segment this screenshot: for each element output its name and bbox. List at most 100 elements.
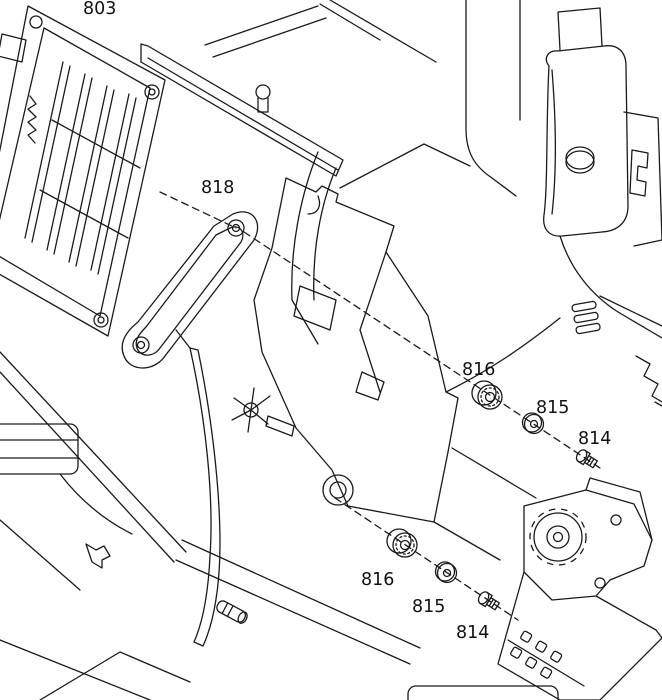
drive-gear-teeth	[529, 508, 587, 566]
bushing-bore	[399, 539, 411, 551]
roller-pin	[216, 600, 248, 624]
bushing-ribs	[480, 387, 500, 407]
chassis-edge	[0, 371, 175, 563]
screw-boss-hole	[97, 316, 105, 324]
washer-815-lower	[434, 561, 458, 584]
feed-bracket-window	[355, 371, 385, 401]
chassis-edge	[0, 519, 81, 591]
cross-bar	[39, 189, 129, 239]
chassis-edge	[0, 351, 187, 553]
paddle-hub	[243, 402, 259, 418]
part-label-818: 818	[201, 178, 234, 198]
motor-vent-hole	[535, 640, 548, 653]
bottom-band	[175, 559, 411, 665]
feed-bracket-outline	[253, 177, 459, 523]
roller-bar	[24, 61, 64, 239]
motor-vent-hole	[520, 630, 533, 643]
part-label-814-lower: 814	[456, 623, 489, 643]
axis-line-upper	[243, 231, 601, 469]
roller-assembly-803	[0, 5, 166, 337]
bushing-body	[386, 528, 412, 554]
bottom-edge	[39, 651, 191, 700]
paddle-shaft	[265, 415, 295, 437]
chassis-curve	[59, 473, 133, 535]
chassis-lower-edge	[599, 295, 662, 327]
part-label-815-upper: 815	[536, 398, 569, 418]
bushing-body	[471, 380, 497, 406]
bottom-tray-edge	[407, 685, 559, 700]
axis-line-upper-lead	[159, 191, 237, 229]
chassis-column	[465, 0, 517, 197]
left-roller-lines	[0, 439, 79, 459]
bushing-ribs	[395, 535, 415, 555]
washer-face	[436, 562, 458, 584]
guide-lead	[175, 329, 191, 349]
bottle-cap	[565, 150, 595, 174]
standoff-bolt	[255, 84, 271, 113]
side-bracket-outline	[623, 111, 662, 247]
chassis-line	[212, 17, 327, 58]
vent-slot	[573, 311, 599, 324]
bushing-face	[392, 532, 418, 558]
feed-bracket-tab	[307, 195, 321, 215]
paddle-wheel	[231, 387, 295, 437]
chassis-line	[329, 0, 437, 63]
retainer-clip	[85, 543, 111, 569]
assembly-axis-lines	[159, 191, 601, 621]
bracket-hole	[132, 336, 150, 354]
roller-bar	[31, 65, 71, 243]
washer-face	[523, 413, 545, 435]
part-label-816-upper: 816	[462, 360, 495, 380]
part-label-815-lower: 815	[412, 597, 445, 617]
screw-boss	[144, 84, 160, 100]
bracket-hole	[136, 340, 146, 350]
printer-chassis	[291, 0, 662, 499]
feed-bracket-818	[253, 177, 501, 561]
washer-815-upper	[521, 412, 545, 435]
bolt-body	[257, 97, 269, 113]
screw-boss	[93, 312, 109, 328]
part-labels: 803 818 816 815 814 816 815 814	[83, 0, 611, 643]
paddle-blades	[231, 387, 271, 433]
chassis-left-curve	[291, 151, 319, 301]
feed-bracket-boss-hole	[329, 481, 347, 499]
rail-line	[147, 57, 339, 171]
roller-bar	[53, 77, 93, 255]
screw-threads	[488, 598, 497, 609]
bushing-816-lower	[386, 528, 418, 558]
roller-bar	[75, 89, 115, 267]
chassis-lower-edge	[559, 235, 662, 339]
motor-screw	[594, 577, 606, 589]
feed-bracket-boss	[322, 474, 354, 506]
screw-shaft	[485, 597, 500, 611]
drive-gear-hub	[546, 525, 570, 549]
bushing-816-upper	[471, 380, 503, 410]
vent-slot	[571, 300, 597, 313]
motor-vent-hole	[550, 650, 563, 663]
spring-coil	[27, 95, 37, 144]
left-roller-housing	[0, 423, 79, 475]
bracket-hole	[227, 219, 245, 237]
motor-vent-hole	[510, 646, 523, 659]
bracket-outline	[121, 211, 259, 369]
washer-edge	[434, 561, 456, 582]
screw-boss-hole	[148, 88, 156, 96]
screw-shaft	[583, 455, 598, 469]
feed-bracket-slot	[293, 285, 337, 331]
cross-bar	[51, 119, 141, 169]
bottle-neck	[557, 7, 603, 51]
roller-bar	[97, 97, 137, 275]
screw-boss	[29, 15, 43, 29]
mounting-bracket	[121, 211, 259, 369]
chassis-left-curve	[313, 167, 337, 301]
pin-end	[237, 611, 248, 624]
screw-814-lower	[477, 591, 500, 611]
wire-guide-loop	[189, 347, 221, 647]
screw-threads	[586, 456, 595, 467]
pin-grooves	[221, 602, 234, 618]
vent-slots	[571, 300, 601, 335]
chassis-brace	[451, 447, 537, 499]
bushing-bore	[484, 391, 496, 403]
